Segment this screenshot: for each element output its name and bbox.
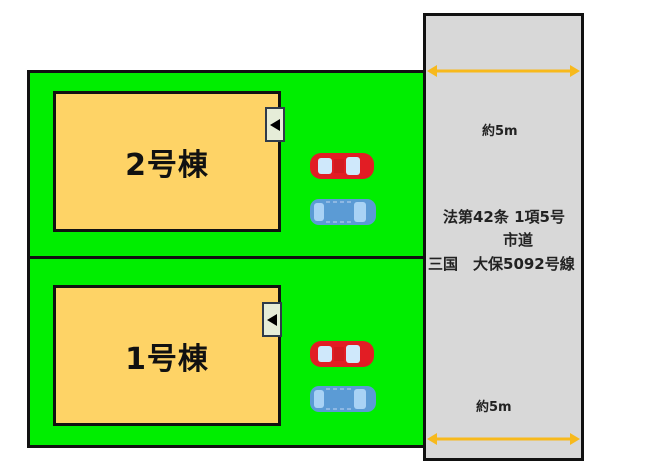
parking-building-2-second [308,196,378,228]
road-legal-classification: 法第42条 1項5号 [443,208,565,226]
left-triangle-icon [267,313,277,326]
parking-building-1-second [308,383,378,415]
road [423,13,584,461]
road-width-label-bottom: 約5m [476,400,512,415]
blue-car-icon [310,199,376,225]
building-2-label: 2号棟 [125,147,209,183]
entry-marker-building-1 [262,302,282,337]
building-1[interactable]: 1号棟 [53,285,281,426]
building-1-label: 1号棟 [125,341,209,377]
entry-marker-building-2 [265,107,285,142]
road-width-arrow-top [426,63,581,79]
lot-divider [27,256,427,259]
red-car-icon [310,341,374,367]
double-arrow-icon [427,65,580,77]
red-car-icon [310,153,374,179]
parking-building-2 [308,150,376,182]
blue-car-icon [310,386,376,412]
building-2[interactable]: 2号棟 [53,91,281,232]
left-triangle-icon [270,118,280,131]
road-name: 三国 大保5092号線 [428,255,575,273]
road-width-label-top: 約5m [482,124,518,139]
road-width-arrow-bottom [426,431,581,447]
double-arrow-icon [427,433,580,445]
parking-building-1 [308,338,376,370]
road-type: 市道 [503,231,534,249]
